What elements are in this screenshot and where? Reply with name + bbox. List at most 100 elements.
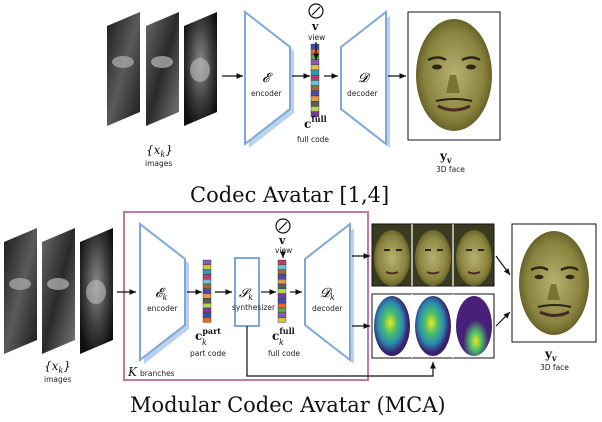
bottom-encoder-symbol: 𝓔k bbox=[155, 286, 167, 302]
bottom-encoder bbox=[139, 221, 186, 363]
code-cell bbox=[277, 279, 287, 285]
code-cell bbox=[277, 264, 287, 270]
partial-faces-strip bbox=[371, 223, 495, 287]
eye-icon bbox=[47, 278, 69, 290]
top-code-label: full code bbox=[297, 135, 329, 144]
code-cell bbox=[310, 59, 320, 65]
arrow-faces-to-output bbox=[495, 255, 511, 276]
top-output-label: 3D face bbox=[436, 165, 465, 174]
bottom-partcode-symbol: cpart bbox=[195, 326, 221, 343]
top-decoder-label: decoder bbox=[347, 89, 378, 98]
eye-icon bbox=[151, 56, 173, 68]
top-view-symbol: v bbox=[311, 20, 319, 33]
code-cell bbox=[310, 80, 320, 86]
code-cell bbox=[202, 274, 212, 280]
ir-image-1 bbox=[107, 12, 140, 126]
bottom-fullcode-subscript: k bbox=[279, 338, 284, 347]
code-cell bbox=[277, 303, 287, 309]
code-cell bbox=[277, 317, 287, 323]
code-cell bbox=[277, 274, 287, 280]
top-decoder-symbol: 𝓓 bbox=[358, 71, 371, 86]
bottom-fullcode-symbol: cfull bbox=[272, 326, 295, 343]
synthesizer-label: synthesizer bbox=[232, 303, 276, 312]
code-cell bbox=[310, 69, 320, 76]
code-cell bbox=[277, 307, 287, 314]
branch-box bbox=[123, 211, 369, 381]
code-cell bbox=[310, 90, 320, 97]
arrow-heatmaps-to-output bbox=[495, 311, 511, 327]
top-images-symbol: {xk} bbox=[146, 143, 173, 159]
code-cell bbox=[277, 259, 287, 266]
code-cell bbox=[310, 43, 320, 50]
top-output-symbol: yv bbox=[439, 149, 452, 165]
code-cell bbox=[202, 298, 212, 304]
bottom-full-code-vector bbox=[277, 259, 287, 323]
bottom-partcode-label: part code bbox=[190, 349, 226, 358]
bottom-output-face bbox=[511, 223, 597, 343]
bottom-part-code-vector bbox=[202, 259, 212, 323]
code-cell bbox=[310, 106, 320, 112]
code-cell bbox=[202, 283, 212, 290]
code-cell bbox=[277, 293, 287, 299]
bottom-decoder-label: decoder bbox=[312, 304, 343, 313]
bottom-view-dial-needle bbox=[278, 221, 288, 231]
code-cell bbox=[310, 54, 320, 60]
eye-icon bbox=[112, 56, 134, 68]
code-cell bbox=[277, 298, 287, 304]
bottom-images-symbol: {xk} bbox=[44, 359, 71, 375]
code-cell bbox=[277, 283, 287, 290]
code-cell bbox=[310, 100, 320, 107]
bottom-fullcode-label: full code bbox=[268, 349, 300, 358]
top-images bbox=[107, 12, 217, 126]
branches-symbol: K bbox=[127, 365, 138, 379]
mouth-icon bbox=[190, 58, 210, 82]
code-cell bbox=[202, 303, 212, 309]
bottom-images-label: images bbox=[44, 375, 71, 384]
code-cell bbox=[310, 64, 320, 71]
code-cell bbox=[202, 307, 212, 314]
code-cell bbox=[202, 269, 212, 275]
bottom-view-symbol: v bbox=[278, 234, 286, 247]
code-cell bbox=[310, 74, 320, 81]
code-cell bbox=[277, 312, 287, 318]
code-cell bbox=[202, 312, 212, 318]
bottom-decoder-symbol: 𝓓k bbox=[320, 286, 335, 302]
top-view-label: view bbox=[308, 33, 325, 42]
bottom-encoder-label: encoder bbox=[147, 304, 178, 313]
bottom-output-label: 3D face bbox=[540, 363, 569, 372]
code-cell bbox=[277, 288, 287, 294]
top-code-symbol: cfull bbox=[304, 114, 327, 131]
code-cell bbox=[202, 317, 212, 323]
synthesizer-box bbox=[234, 257, 260, 327]
top-encoder-label: encoder bbox=[251, 89, 282, 98]
code-cell bbox=[202, 288, 212, 294]
view-to-heatmap-connector bbox=[246, 326, 436, 377]
code-cell bbox=[310, 111, 320, 117]
top-full-code-vector bbox=[310, 43, 320, 117]
branches-label: branches bbox=[140, 369, 175, 378]
code-cell bbox=[202, 293, 212, 299]
code-cell bbox=[310, 95, 320, 102]
ir-image-1 bbox=[4, 228, 37, 354]
bottom-caption: Modular Codec Avatar (MCA) bbox=[130, 393, 446, 417]
code-cell bbox=[310, 49, 320, 55]
top-encoder bbox=[244, 9, 291, 147]
ir-image-2 bbox=[42, 228, 75, 354]
bottom-partcode-subscript: k bbox=[202, 338, 207, 347]
ir-image-2 bbox=[146, 12, 179, 126]
code-cell bbox=[277, 269, 287, 275]
top-caption: Codec Avatar [1,4] bbox=[190, 183, 389, 207]
eye-icon bbox=[9, 278, 31, 290]
top-encoder-symbol: 𝓔 bbox=[262, 71, 273, 86]
bottom-view-label: view bbox=[275, 246, 292, 255]
code-cell bbox=[202, 279, 212, 285]
code-cell bbox=[202, 259, 212, 266]
code-cell bbox=[202, 264, 212, 270]
bottom-output-symbol: yv bbox=[544, 347, 557, 363]
top-decoder bbox=[340, 9, 387, 147]
top-images-label: images bbox=[145, 159, 172, 168]
top-output-face bbox=[407, 11, 501, 141]
code-cell bbox=[310, 85, 320, 91]
attention-heatmaps-strip bbox=[371, 293, 495, 359]
